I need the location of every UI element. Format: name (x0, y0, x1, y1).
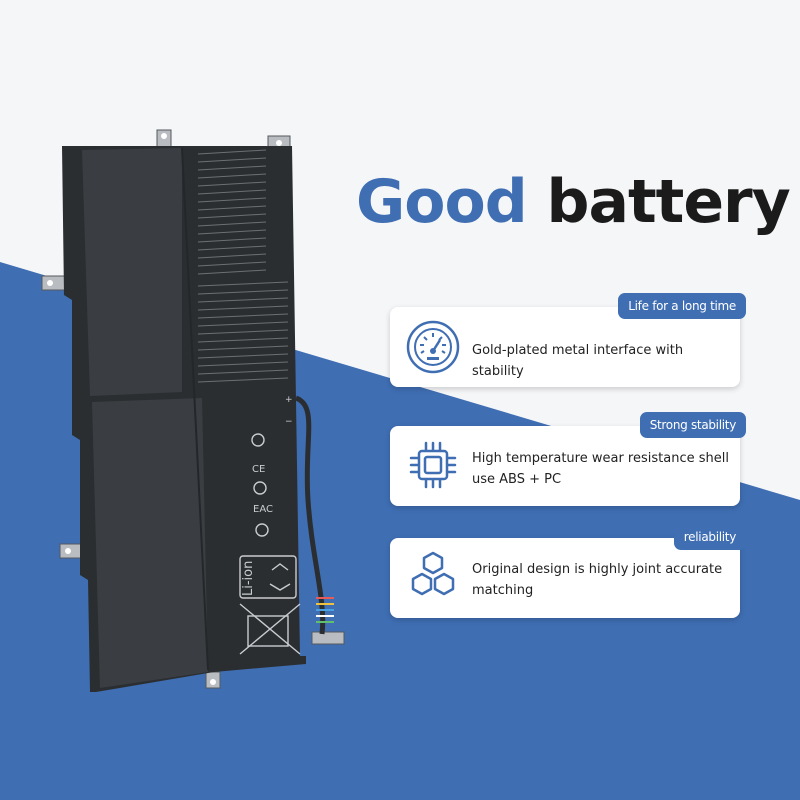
connector-plug (311, 631, 345, 645)
svg-text:−: − (285, 417, 293, 427)
rcm-mark-icon: EAC (253, 504, 273, 515)
cell-panel (82, 148, 182, 396)
feature-tag: Strong stability (639, 412, 746, 438)
headline-accent-word: Good (356, 167, 528, 237)
headline-main-word: battery (546, 167, 791, 237)
recycle-arrows-icon (269, 563, 291, 591)
battery-cable (294, 395, 326, 635)
feature-card-longevity: Life for a long time Gold-plated metal i… (390, 293, 746, 387)
feature-description: Gold-plated metal interface with stabili… (472, 343, 684, 379)
gauge-icon (406, 320, 460, 374)
feature-card-stability: Strong stability High temperature wear r… (390, 412, 746, 506)
weee-bin-icon (247, 615, 289, 647)
feature-description: Original design is highly joint accurate… (472, 562, 723, 598)
ce-mark-icon: CE (252, 464, 265, 475)
battery-chemistry-label: Li-ion (241, 561, 256, 596)
cert-mark-icon (253, 481, 267, 495)
chip-icon (409, 441, 457, 489)
feature-tag: reliability (673, 524, 746, 550)
recycle-label-box (239, 555, 297, 599)
cert-mark-icon (251, 433, 265, 447)
feature-card-reliability: reliability Original design is highly jo… (390, 524, 746, 618)
headline: Good battery (356, 172, 791, 232)
hexagon-cluster-icon (411, 551, 455, 596)
svg-text:+: + (285, 395, 293, 405)
feature-tag: Life for a long time (618, 293, 746, 319)
cell-panel (92, 398, 208, 688)
cert-mark-icon (255, 523, 269, 537)
feature-description: High temperature wear resistance shell u… (472, 451, 729, 487)
